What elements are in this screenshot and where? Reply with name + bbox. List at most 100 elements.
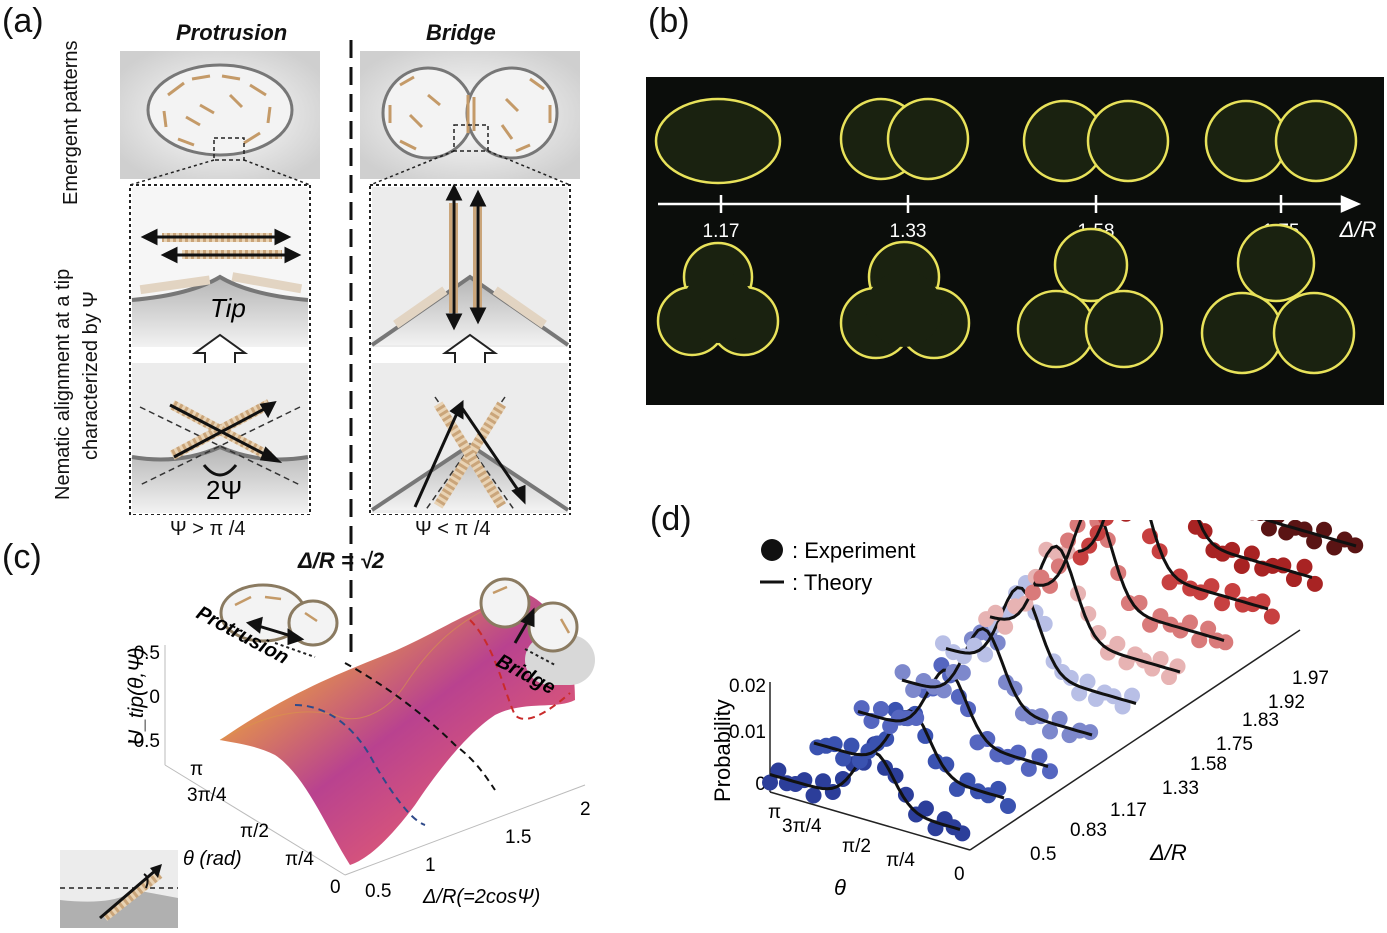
z-tick-c-2: 0: [149, 687, 160, 708]
r-label-d: Δ/R: [1149, 840, 1187, 865]
theta-tick-c-4: π/4: [285, 849, 314, 870]
experiment-point: [1072, 549, 1089, 566]
experiment-point: [1191, 632, 1208, 649]
theta-tick-d-5: 0: [954, 864, 965, 885]
r-tick-d-3: 1.83: [1242, 710, 1279, 731]
theta-tick-d-4: π/4: [886, 850, 915, 871]
experiment-point: [917, 800, 934, 817]
theory-curve: [1262, 520, 1357, 548]
x-label-c: Δ/R(=2cosΨ): [422, 886, 540, 908]
tick-b-1: 1.17: [703, 221, 740, 242]
panel-b-axis: [658, 195, 1362, 213]
theta-tick-d-2: 3π/4: [782, 816, 822, 837]
theta-label-d: θ: [834, 875, 846, 900]
experiment-point: [1296, 558, 1313, 575]
side-label-nematic-1: Nematic alignment at a tip: [52, 268, 74, 500]
experiment-point: [1233, 558, 1250, 575]
bridge-dashed-curve: [469, 619, 571, 720]
experiment-point: [1263, 608, 1280, 625]
experiment-point: [872, 700, 889, 717]
panel-label-a: (a): [2, 2, 44, 40]
experiment-point: [1152, 650, 1169, 667]
theory-curve: [945, 586, 1137, 705]
bridge-double-circle: [381, 66, 559, 160]
theta-tick-c-3: π/2: [240, 821, 269, 842]
theta-tick-d-3: π/2: [842, 836, 871, 857]
legend-theory: : Theory: [792, 570, 872, 595]
experiment-point: [1082, 724, 1099, 741]
series-slice: [1024, 520, 1234, 651]
x-tick-c-3: 1.5: [505, 827, 531, 848]
panel-c-surface-plot: Protrusion Bridge 0.5 0 -0.5 U_tip(θ,Ψ) …: [125, 577, 595, 908]
theta-tick-c-5: 0: [330, 877, 341, 898]
tick-b-2: 1.33: [890, 221, 927, 242]
protrusion-inset-icon: [219, 583, 339, 658]
r-tick-d-5: 1.58: [1190, 754, 1227, 775]
theory-curve: [989, 544, 1181, 674]
experiment-point: [1256, 520, 1265, 521]
panel-d-3d-plot: : Experiment : Theory Probability 0.02 0…: [710, 520, 1364, 900]
experiment-point: [805, 787, 822, 804]
series-layer: [762, 520, 1364, 842]
panel-a-schematics: Tip 2Ψ: [120, 51, 580, 515]
panel-c-top-label: Δ/R = √2: [298, 548, 385, 573]
x-tick-c-2: 1: [425, 855, 436, 876]
experiment-point: [762, 774, 778, 791]
experiment-point: [835, 750, 852, 767]
series-slice: [894, 624, 1099, 744]
experiment-point: [1031, 748, 1048, 765]
experiment-point: [1171, 568, 1188, 585]
legend-experiment-marker: [761, 539, 783, 561]
series-slice: [978, 541, 1186, 686]
experiment-point: [999, 797, 1016, 814]
experiment-point: [1161, 669, 1178, 686]
panel-b-micrographs: 1.17 1.33 1.58 1.75 Δ/R: [646, 77, 1384, 405]
angle-label: 2Ψ: [206, 475, 242, 505]
panel-label-c: (c): [2, 538, 42, 576]
caption-protrusion: Ψ > π /4: [170, 518, 246, 540]
z-tick-c-1: 0.5: [134, 643, 160, 664]
z-label-d: Probability: [710, 699, 735, 802]
z-label-c: U_tip(θ,Ψ): [125, 647, 148, 745]
r-tick-d-7: 1.17: [1110, 800, 1147, 821]
experiment-point: [1042, 723, 1059, 740]
experiment-point: [1024, 584, 1041, 601]
experiment-point: [997, 618, 1014, 635]
x-tick-c-1: 0.5: [365, 881, 391, 902]
experiment-point: [894, 664, 911, 681]
r-tick-d-1: 1.97: [1292, 668, 1329, 689]
theta-label-c: θ (rad): [183, 848, 242, 870]
experiment-point: [1114, 698, 1131, 715]
theta-tick-c-1: π: [190, 759, 203, 780]
experiment-point: [897, 786, 914, 803]
theory-curve: [1077, 520, 1269, 611]
experiment-point: [1217, 634, 1234, 651]
critical-dashed-line: [344, 662, 496, 791]
side-label-nematic-2: characterized by Ψ: [80, 290, 102, 460]
theory-curve: [1196, 520, 1313, 579]
energy-surface: [220, 593, 575, 865]
axis-label-b: Δ/R: [1339, 217, 1377, 242]
x-tick-c-4: 2: [580, 799, 591, 820]
experiment-point: [834, 770, 851, 787]
experiment-point: [1181, 614, 1198, 631]
r-tick-d-6: 1.33: [1162, 778, 1199, 799]
z-tick-d-1: 0.02: [729, 676, 766, 697]
tip-label: Tip: [210, 293, 246, 323]
protrusion-dashed-curve: [294, 704, 426, 826]
header-bridge: Bridge: [426, 20, 496, 45]
theta-tick-d-1: π: [768, 802, 781, 823]
experiment-point: [1120, 520, 1131, 522]
z-tick-d-2: 0.01: [729, 722, 766, 743]
r-tick-d-2: 1.92: [1268, 692, 1305, 713]
experiment-point: [1041, 577, 1058, 594]
panel-label-d: (d): [650, 500, 692, 538]
panel-label-b: (b): [648, 2, 690, 40]
r-tick-d-4: 1.75: [1216, 734, 1253, 755]
experiment-point: [1224, 582, 1241, 599]
experiment-point: [954, 664, 971, 681]
r-tick-d-8: 0.83: [1070, 820, 1107, 841]
experiment-point: [1306, 575, 1323, 592]
protrusion-peanut: [146, 63, 294, 161]
experiment-point: [905, 681, 922, 698]
